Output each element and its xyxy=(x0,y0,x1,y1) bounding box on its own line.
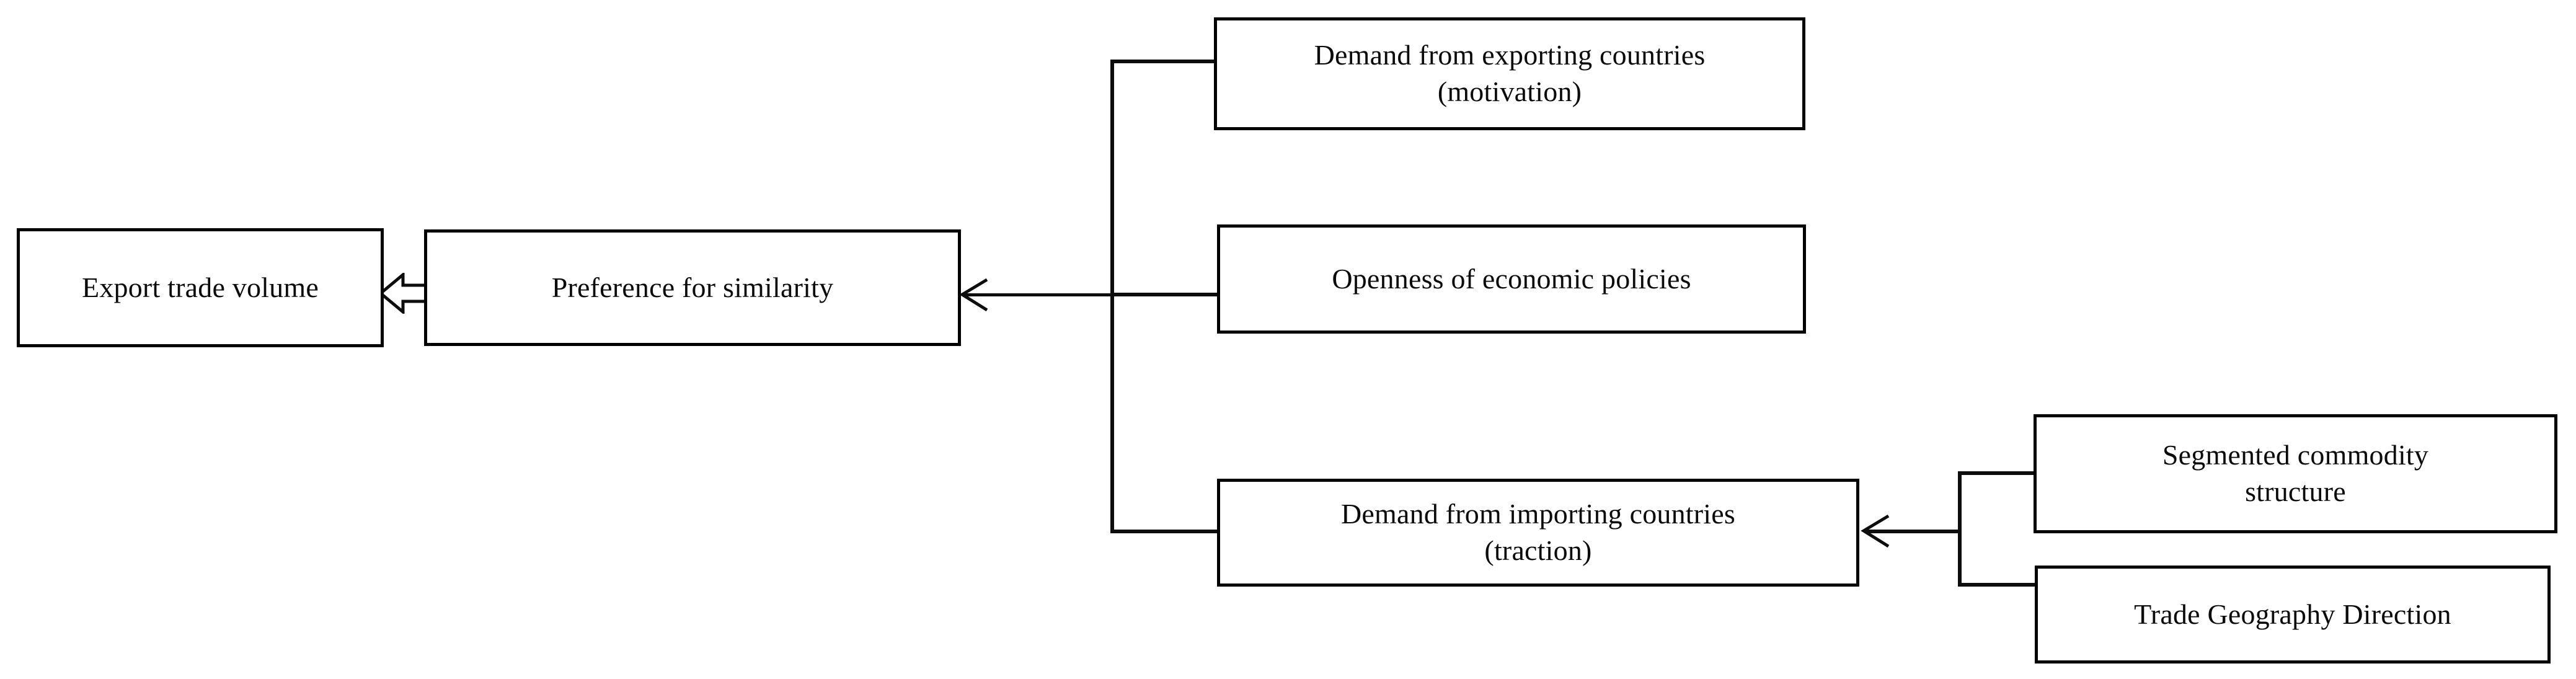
line-arrowhead-icon xyxy=(959,278,988,312)
node-export-trade-volume[interactable]: Export trade volume xyxy=(17,228,384,347)
edge-segmented-commodity-branch xyxy=(1958,471,2037,475)
edge-right-cluster-vertical-trunk xyxy=(1110,60,1114,533)
edge-right-group-to-importing-arrowhead xyxy=(1856,514,1893,550)
edge-trunk-to-similarity-arrowhead xyxy=(955,278,992,314)
node-label: Segmented commodity structure xyxy=(2162,439,2429,507)
edge-right-group-vertical-trunk xyxy=(1958,471,1962,587)
node-label: Demand from importing countries (tractio… xyxy=(1340,498,1735,566)
node-label: Export trade volume xyxy=(82,271,319,303)
edge-trunk-to-similarity-stem xyxy=(965,293,1112,296)
edge-right-group-to-importing-stem xyxy=(1866,530,1960,533)
node-label: Trade Geography Direction xyxy=(2134,598,2451,630)
node-segmented-commodity-structure[interactable]: Segmented commodity structure xyxy=(2034,414,2557,533)
edge-demand-exporting-branch xyxy=(1110,60,1216,63)
node-label: Preference for similarity xyxy=(551,271,834,303)
node-trade-geography-direction[interactable]: Trade Geography Direction xyxy=(2035,566,2551,663)
node-preference-for-similarity[interactable]: Preference for similarity xyxy=(424,229,961,346)
edge-openness-branch xyxy=(1110,293,1219,296)
edge-similarity-to-volume-block-arrow xyxy=(379,273,429,314)
edge-demand-importing-branch xyxy=(1110,530,1219,533)
node-label: Demand from exporting countries (motivat… xyxy=(1314,39,1706,107)
node-label: Openness of economic policies xyxy=(1332,262,1691,295)
node-demand-from-importing-countries[interactable]: Demand from importing countries (tractio… xyxy=(1217,479,1859,587)
edge-trade-geography-branch xyxy=(1958,583,2038,587)
hollow-block-arrow-icon xyxy=(379,273,429,314)
line-arrowhead-icon xyxy=(1861,514,1890,548)
node-demand-from-exporting-countries[interactable]: Demand from exporting countries (motivat… xyxy=(1214,17,1805,130)
node-openness-of-economic-policies[interactable]: Openness of economic policies xyxy=(1217,224,1806,334)
